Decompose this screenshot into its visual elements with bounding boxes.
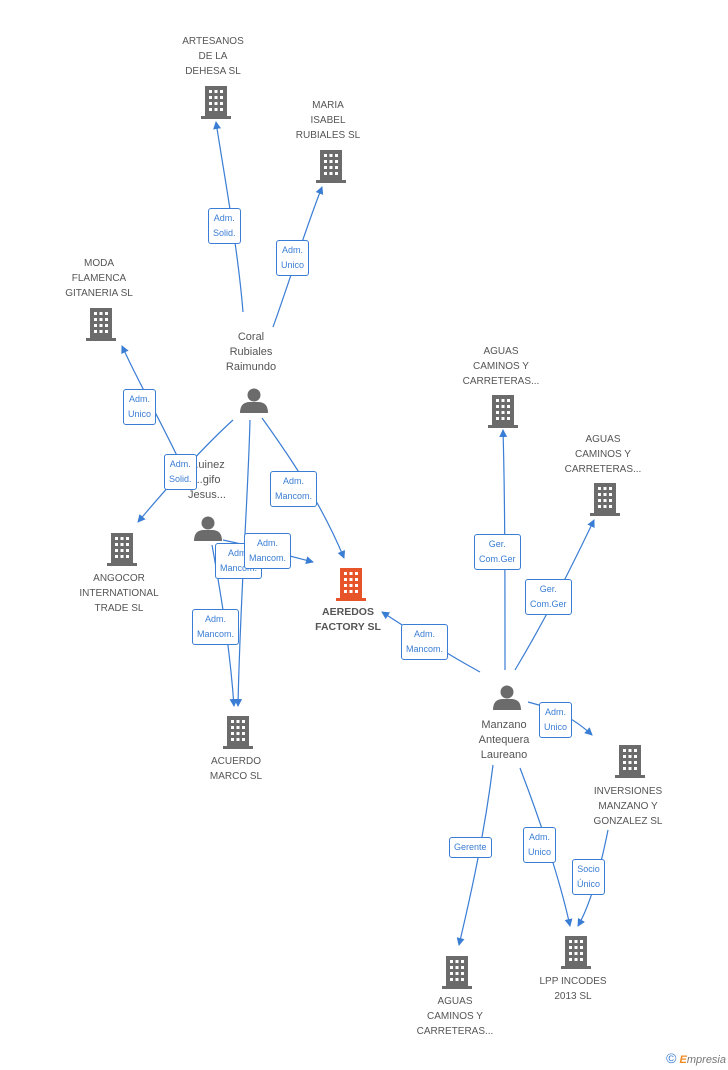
edge-label: Adm. Unico bbox=[123, 389, 157, 425]
edge-label: Adm. Solid. bbox=[164, 454, 197, 490]
company-label[interactable]: LPP INCODES 2013 SL bbox=[539, 976, 607, 1002]
edge-label: Adm. Mancom. bbox=[192, 609, 240, 645]
company-label[interactable]: AGUAS CAMINOS Y CARRETERAS... bbox=[564, 434, 642, 475]
company-building-icon bbox=[201, 86, 231, 119]
company-label[interactable]: ARTESANOS DE LA DEHESA SL bbox=[182, 36, 244, 77]
company-building-icon bbox=[107, 533, 137, 566]
edge-label: Adm. Unico bbox=[539, 702, 573, 738]
company-building-icon bbox=[615, 745, 645, 778]
person-label[interactable]: Manzano Antequera Laureano bbox=[478, 719, 530, 761]
company-building-icon bbox=[86, 308, 116, 341]
edge-label: Gerente bbox=[449, 837, 492, 858]
brand-mark: E bbox=[679, 1054, 687, 1066]
person-icon bbox=[194, 516, 222, 541]
company-building-icon bbox=[488, 395, 518, 428]
person-icon bbox=[240, 388, 268, 413]
company-label[interactable]: AGUAS CAMINOS Y CARRETERAS... bbox=[462, 346, 540, 387]
edge-line bbox=[456, 764, 494, 946]
edge-label: Adm. Mancom. bbox=[270, 471, 318, 507]
person-label[interactable]: Coral Rubiales Raimundo bbox=[225, 331, 277, 373]
company-label[interactable]: MODA FLAMENCA GITANERIA SL bbox=[65, 258, 133, 299]
edge-label: Socio Único bbox=[572, 859, 606, 895]
edge-label: Adm. Mancom. bbox=[244, 533, 292, 569]
company-label[interactable]: ANGOCOR INTERNATIONAL TRADE SL bbox=[79, 573, 159, 614]
person-label[interactable]: ...uinez ...gifo Jesus... bbox=[188, 459, 226, 501]
company-label[interactable]: MARIA ISABEL RUBIALES SL bbox=[295, 100, 361, 141]
company-building-icon bbox=[561, 936, 591, 969]
brand-text: mpresia bbox=[686, 1054, 726, 1066]
edge-label: Adm. Solid. bbox=[208, 208, 241, 244]
company-label[interactable]: INVERSIONES MANZANO Y GONZALEZ SL bbox=[593, 786, 663, 827]
company-label[interactable]: ACUERDO MARCO SL bbox=[209, 756, 263, 782]
company-building-icon bbox=[442, 956, 472, 989]
edge-label: Ger. Com.Ger bbox=[525, 579, 572, 615]
company-building-icon bbox=[223, 716, 253, 749]
edge-label: Ger. Com.Ger bbox=[474, 534, 521, 570]
main-company-label[interactable]: AEREDOS FACTORY SL bbox=[315, 606, 381, 633]
company-building-icon bbox=[590, 483, 620, 516]
empresia-footer[interactable]: © Empresia bbox=[666, 1050, 726, 1066]
person-icon bbox=[493, 685, 521, 710]
edge-label: Adm. Unico bbox=[523, 827, 557, 863]
edge-label: Adm. Unico bbox=[276, 240, 310, 276]
company-label[interactable]: AGUAS CAMINOS Y CARRETERAS... bbox=[416, 996, 494, 1037]
company-building-icon bbox=[316, 150, 346, 183]
copyright-icon: © bbox=[666, 1050, 677, 1066]
edge-label: Adm. Mancom. bbox=[401, 624, 449, 660]
main-company-building-icon bbox=[336, 568, 366, 601]
